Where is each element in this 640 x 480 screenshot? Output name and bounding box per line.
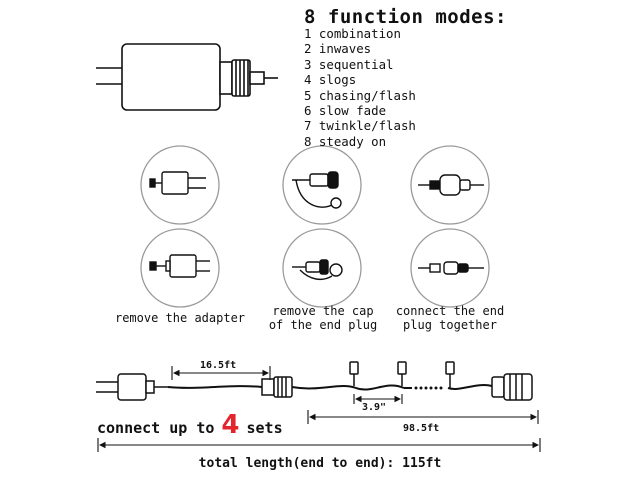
total-length-label: total length(end to end): 115ft bbox=[198, 456, 442, 471]
step-caption-remove-adapter: remove the adapter bbox=[114, 311, 246, 325]
dimension-lit-length bbox=[307, 410, 539, 424]
modes-list: 1 combination 2 inwaves 3 sequential 4 s… bbox=[304, 26, 416, 149]
dimension-lead bbox=[171, 366, 271, 380]
dimension-spacing bbox=[353, 394, 403, 404]
lit-length-label: 98.5ft bbox=[403, 423, 440, 434]
bulb-spacing-label: 3.9" bbox=[362, 402, 387, 413]
mode-item: 6 slow fade bbox=[304, 103, 387, 119]
mode-item: 2 inwaves bbox=[304, 41, 372, 57]
dimension-total bbox=[97, 438, 541, 452]
step-circle-adapter-top bbox=[140, 145, 220, 225]
mode-item: 3 sequential bbox=[304, 56, 394, 72]
light-string-diagram bbox=[96, 361, 533, 401]
modes-title: 8 function modes: bbox=[304, 6, 507, 28]
step-circle-cap-top bbox=[282, 145, 362, 225]
ellipsis-dots bbox=[414, 386, 443, 390]
mode-item: 7 twinkle/flash bbox=[304, 118, 416, 134]
step-circle-connect-top bbox=[410, 145, 490, 225]
mode-item: 1 combination bbox=[304, 26, 401, 41]
step-caption-connect-plugs: connect the end plug together bbox=[395, 304, 505, 332]
connect-sets-label: connect up to 4 sets bbox=[97, 410, 283, 440]
connect-prefix: connect up to bbox=[97, 419, 215, 437]
step-circle-adapter bbox=[140, 228, 220, 308]
mode-item: 8 steady on bbox=[304, 133, 387, 149]
mode-item: 4 slogs bbox=[304, 72, 357, 88]
power-adapter-icon bbox=[96, 43, 278, 111]
connect-suffix: sets bbox=[246, 419, 283, 437]
mode-item: 5 chasing/flash bbox=[304, 87, 416, 103]
lead-length-label: 16.5ft bbox=[200, 360, 237, 371]
step-caption-remove-cap: remove the cap of the end plug bbox=[268, 304, 378, 332]
step-circle-connect bbox=[410, 228, 490, 308]
step-circle-cap bbox=[282, 228, 362, 308]
connect-count: 4 bbox=[221, 410, 240, 440]
